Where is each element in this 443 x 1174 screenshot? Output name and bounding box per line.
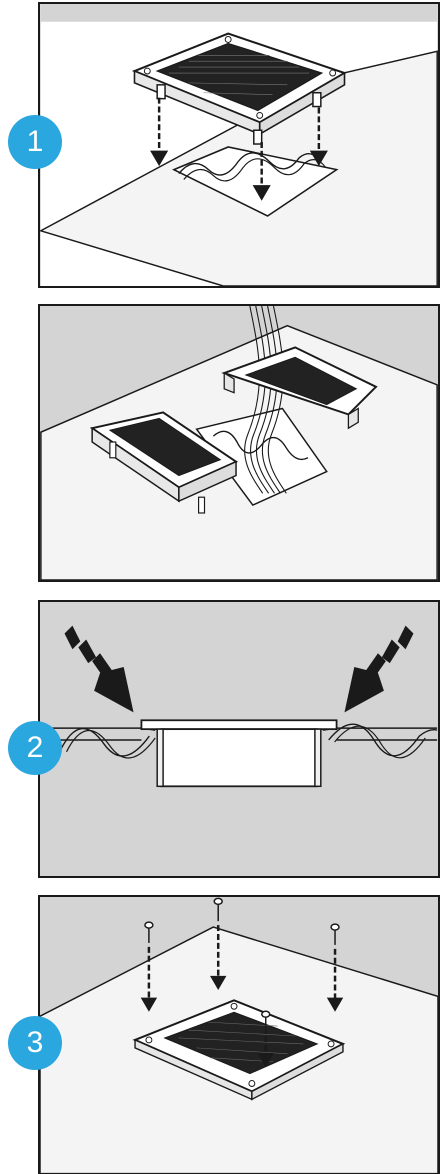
cable-routing-panel <box>38 304 440 582</box>
step-1-number: 1 <box>27 125 44 159</box>
grommet-body <box>161 729 317 786</box>
step-1-badge: 1 <box>8 115 62 169</box>
grommet-flange <box>141 720 336 729</box>
cable-routing-illustration <box>40 306 438 580</box>
step-2-panel <box>38 600 440 878</box>
step-1-illustration <box>40 4 438 286</box>
step-2-number: 2 <box>27 731 44 765</box>
step-1-panel <box>38 2 440 288</box>
step-3-panel <box>38 895 440 1174</box>
step-2-badge: 2 <box>8 721 62 775</box>
step-2-illustration <box>40 602 438 876</box>
step-3-number: 3 <box>27 1026 44 1060</box>
step-3-illustration <box>40 897 438 1174</box>
step-3-badge: 3 <box>8 1016 62 1070</box>
